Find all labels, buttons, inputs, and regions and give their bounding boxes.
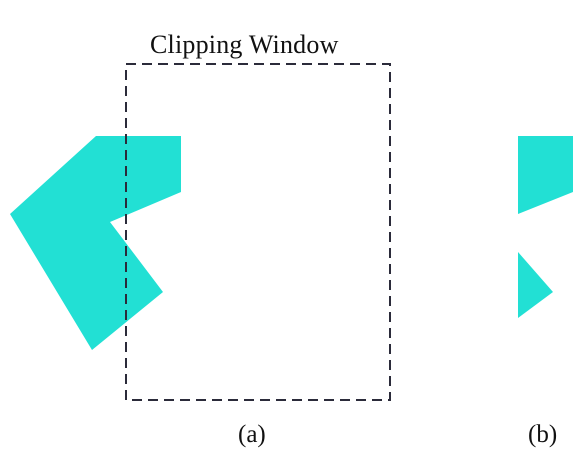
- clipped-polygon: [518, 136, 573, 214]
- clipped-polygon-lower-part: [518, 252, 553, 318]
- unclipped-polygon: [10, 136, 181, 350]
- clipping-window-rectangle: [125, 63, 391, 401]
- panel-b-caption: (b): [528, 421, 558, 448]
- panel-a-caption: (a): [238, 421, 266, 448]
- clipping-window-label: Clipping Window: [150, 30, 339, 59]
